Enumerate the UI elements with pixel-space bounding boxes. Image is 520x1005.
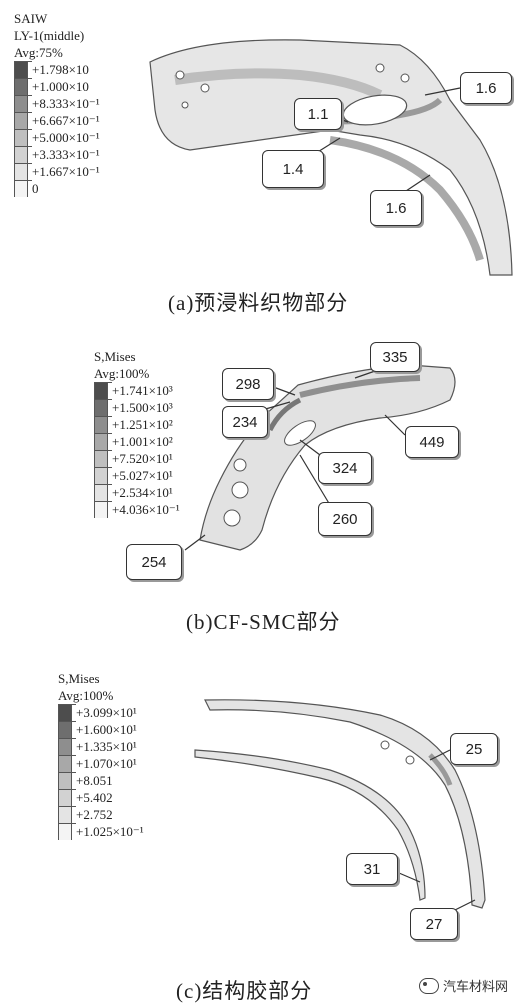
callout-a-4: 1.6 bbox=[370, 190, 422, 226]
legend-b-swatch bbox=[94, 484, 108, 501]
caption-c: (c)结构胶部分 bbox=[176, 979, 313, 1003]
callout-b-5: 324 bbox=[318, 452, 372, 484]
adhesive-part-contour bbox=[194, 699, 486, 911]
legend-b-value: +4.036×10⁻¹ bbox=[112, 502, 180, 517]
legend-b-swatch bbox=[94, 399, 108, 416]
legend-c-swatch bbox=[58, 704, 72, 721]
legend-c-value: +1.335×10¹ bbox=[76, 739, 137, 754]
legend-b: S,Mises Avg:100% +1.741×10³ +1.500×10³ +… bbox=[94, 348, 180, 518]
callout-b-2: 335 bbox=[370, 342, 420, 372]
panel-a: SAIW LY-1(middle) Avg:75% +1.798×10 +1.0… bbox=[0, 0, 520, 340]
legend-a-swatch bbox=[14, 163, 28, 180]
callout-c-3: 27 bbox=[410, 908, 458, 940]
legend-b-value: +1.500×10³ bbox=[112, 400, 173, 415]
legend-c-swatch bbox=[58, 823, 72, 840]
cf-smc-part-contour bbox=[184, 364, 456, 551]
legend-c-value: +8.051 bbox=[76, 773, 113, 788]
caption-a: (a)预浸料织物部分 bbox=[168, 291, 349, 315]
chat-bubble-icon bbox=[418, 977, 439, 994]
legend-c-swatch bbox=[58, 806, 72, 823]
legend-b-swatch bbox=[94, 382, 108, 399]
legend-c-header-1: S,Mises bbox=[58, 671, 100, 686]
legend-a: SAIW LY-1(middle) Avg:75% +1.798×10 +1.0… bbox=[14, 10, 100, 197]
caption-b: (b)CF-SMC部分 bbox=[186, 610, 341, 634]
legend-a-value: +5.000×10⁻¹ bbox=[32, 130, 100, 145]
legend-c-value: +3.099×10¹ bbox=[76, 705, 137, 720]
legend-c: S,Mises Avg:100% +3.099×10¹ +1.600×10¹ +… bbox=[58, 670, 144, 840]
legend-b-value: +1.251×10² bbox=[112, 417, 173, 432]
watermark: 汽车材料网 bbox=[418, 976, 508, 995]
legend-a-value: 0 bbox=[32, 181, 39, 196]
legend-b-header-2: Avg:100% bbox=[94, 366, 150, 381]
legend-b-swatch bbox=[94, 501, 108, 518]
callout-b-1: 298 bbox=[222, 368, 274, 400]
legend-b-value: +2.534×10¹ bbox=[112, 485, 173, 500]
legend-a-swatch bbox=[14, 112, 28, 129]
legend-b-value: +7.520×10¹ bbox=[112, 451, 173, 466]
callout-a-2: 1.1 bbox=[294, 98, 342, 130]
legend-c-value: +1.070×10¹ bbox=[76, 756, 137, 771]
legend-a-header-1: SAIW bbox=[14, 11, 48, 26]
legend-b-header-1: S,Mises bbox=[94, 349, 136, 364]
legend-c-value: +1.600×10¹ bbox=[76, 722, 137, 737]
legend-c-swatch bbox=[58, 738, 72, 755]
callout-b-3: 234 bbox=[222, 406, 268, 438]
callout-c-1: 25 bbox=[450, 733, 498, 765]
legend-c-value: +5.402 bbox=[76, 790, 113, 805]
callout-c-2: 31 bbox=[346, 853, 398, 885]
panel-c: S,Mises Avg:100% +3.099×10¹ +1.600×10¹ +… bbox=[0, 660, 520, 1005]
legend-c-swatch bbox=[58, 772, 72, 789]
legend-a-swatch bbox=[14, 61, 28, 78]
callout-b-7: 254 bbox=[126, 544, 182, 580]
legend-c-header-2: Avg:100% bbox=[58, 688, 114, 703]
callout-a-3: 1.4 bbox=[262, 150, 324, 188]
legend-a-swatch bbox=[14, 78, 28, 95]
legend-a-swatch bbox=[14, 180, 28, 197]
legend-a-swatch bbox=[14, 95, 28, 112]
legend-c-swatch bbox=[58, 721, 72, 738]
prepreg-part-contour bbox=[149, 39, 513, 276]
legend-b-swatch bbox=[94, 450, 108, 467]
legend-b-swatch bbox=[94, 467, 108, 484]
legend-a-value: +8.333×10⁻¹ bbox=[32, 96, 100, 111]
legend-a-value: +1.798×10 bbox=[32, 62, 89, 77]
callout-a-1: 1.6 bbox=[460, 72, 512, 104]
legend-b-swatch bbox=[94, 416, 108, 433]
legend-c-value: +1.025×10⁻¹ bbox=[76, 824, 144, 839]
watermark-text: 汽车材料网 bbox=[442, 979, 508, 994]
legend-b-swatch bbox=[94, 433, 108, 450]
legend-a-value: +1.000×10 bbox=[32, 79, 89, 94]
legend-a-swatch bbox=[14, 129, 28, 146]
legend-b-value: +1.741×10³ bbox=[112, 383, 173, 398]
callout-b-4: 449 bbox=[405, 426, 459, 458]
legend-c-swatch bbox=[58, 789, 72, 806]
legend-a-value: +1.667×10⁻¹ bbox=[32, 164, 100, 179]
legend-a-value: +6.667×10⁻¹ bbox=[32, 113, 100, 128]
legend-a-header-2: LY-1(middle) bbox=[14, 28, 85, 43]
callout-b-6: 260 bbox=[318, 502, 372, 536]
legend-a-header-3: Avg:75% bbox=[14, 45, 63, 60]
legend-b-value: +1.001×10² bbox=[112, 434, 173, 449]
legend-a-value: +3.333×10⁻¹ bbox=[32, 147, 100, 162]
legend-c-value: +2.752 bbox=[76, 807, 113, 822]
legend-c-swatch bbox=[58, 755, 72, 772]
legend-b-value: +5.027×10¹ bbox=[112, 468, 173, 483]
legend-a-swatch bbox=[14, 146, 28, 163]
panel-b: S,Mises Avg:100% +1.741×10³ +1.500×10³ +… bbox=[0, 340, 520, 660]
